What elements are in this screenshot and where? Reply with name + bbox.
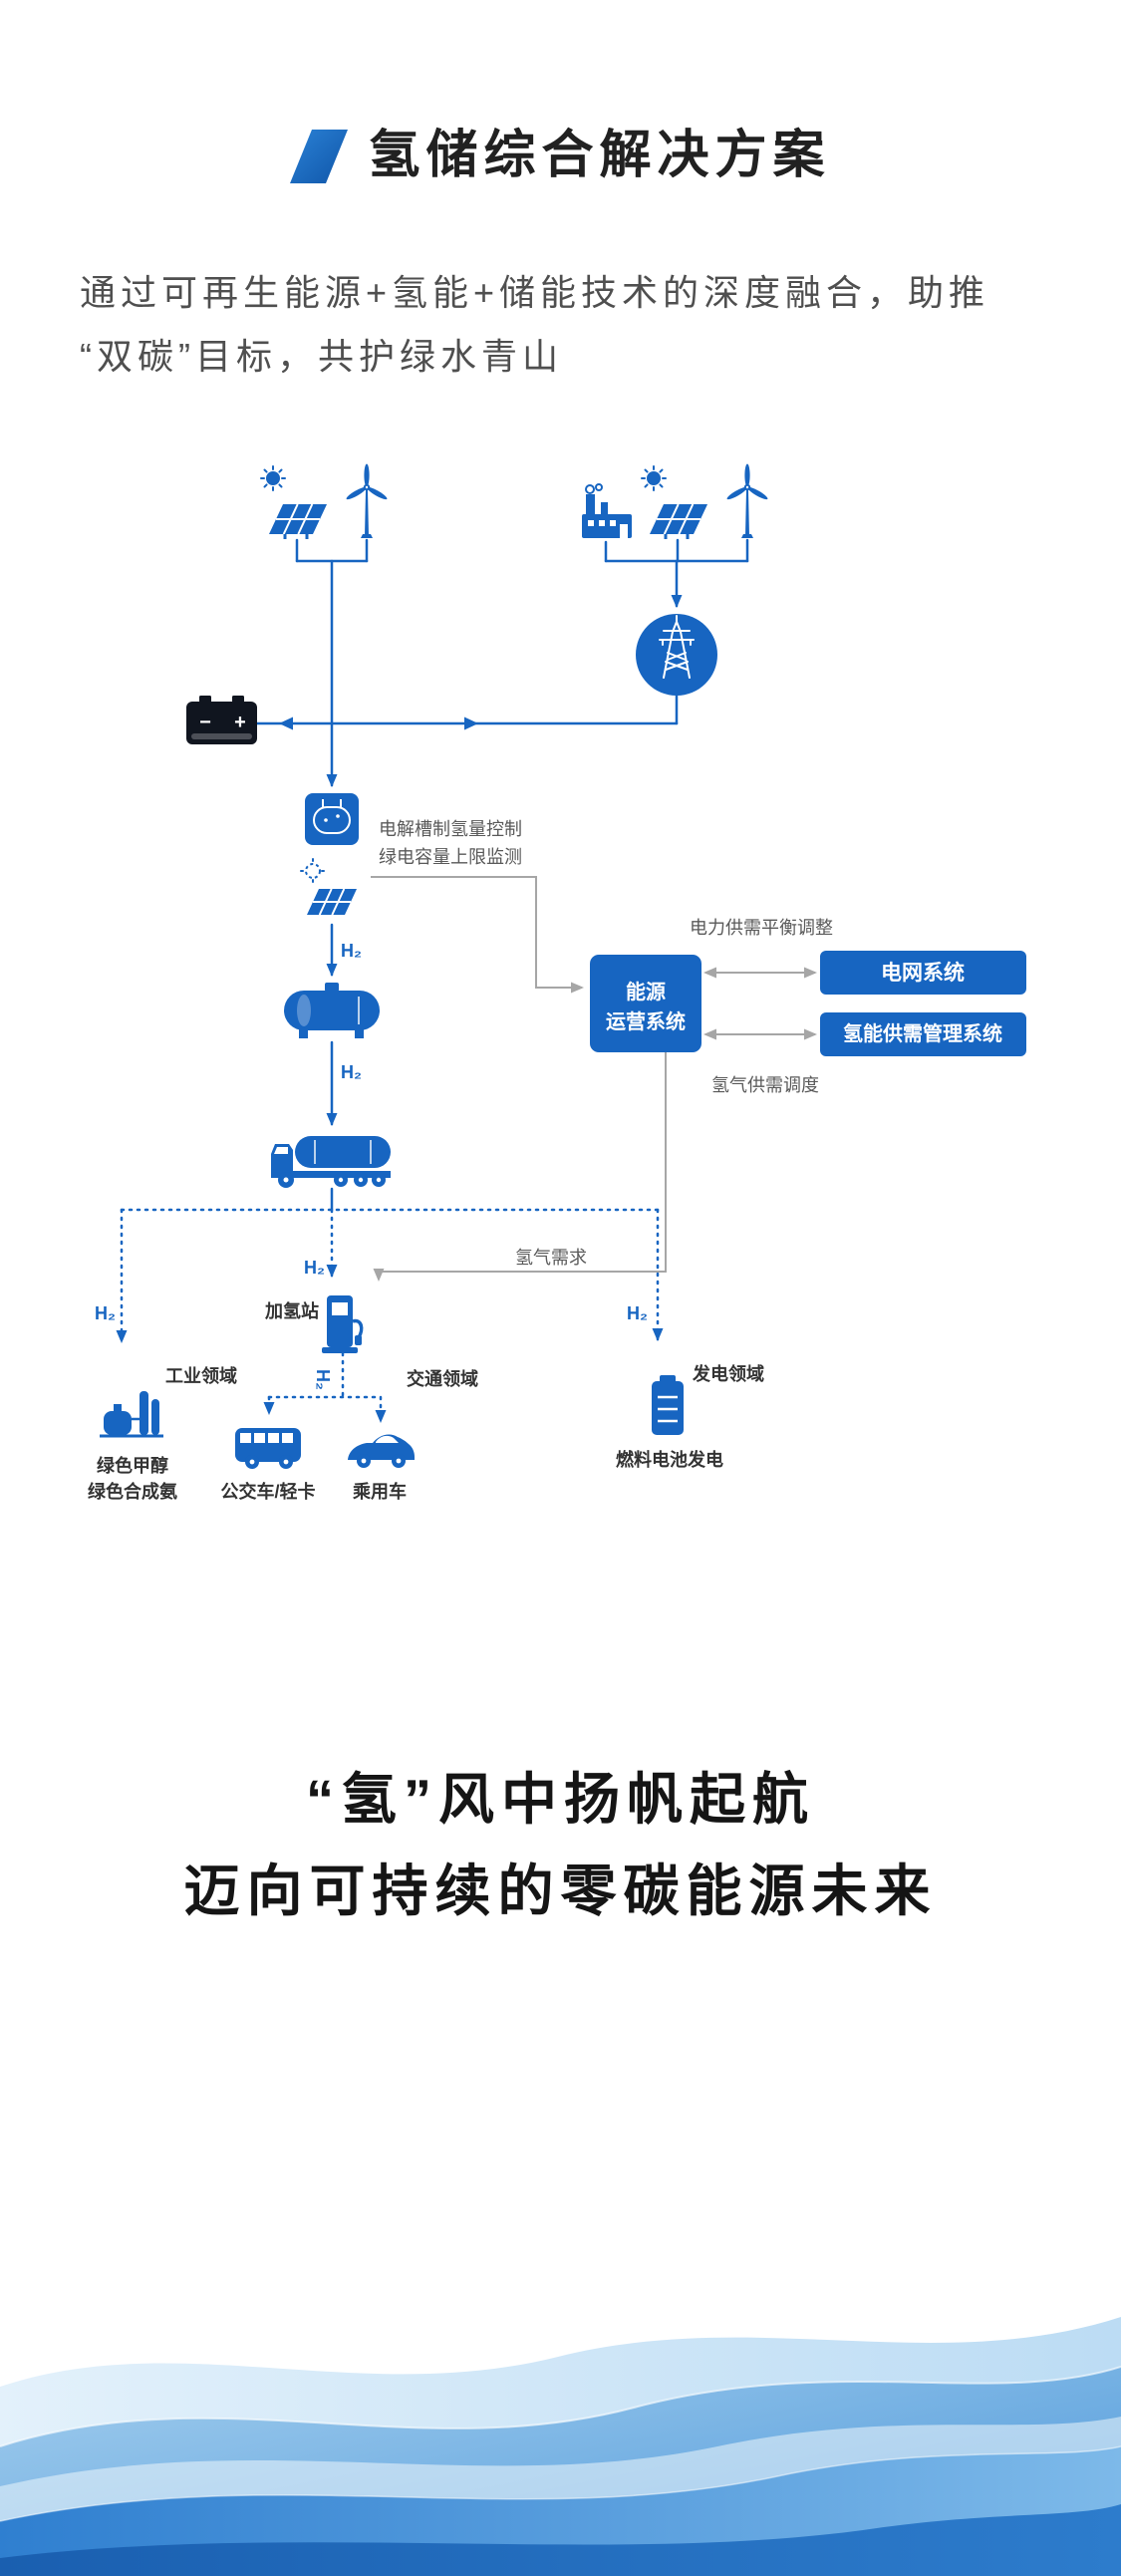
fuel-cell-icon — [652, 1375, 684, 1435]
energy-system-label-line1: 能源 — [626, 980, 666, 1003]
h2-label: H₂ — [627, 1303, 648, 1323]
hydrogen-management-button: 氢能供需管理系统 — [820, 1012, 1026, 1056]
bus-truck-label: 公交车/轻卡 — [220, 1481, 315, 1502]
annotation-electrolyzer-control: 电解槽制氢量控制 — [379, 819, 522, 839]
slogan-line-2: 迈向可持续的零碳能源未来 — [183, 1860, 938, 1922]
annotation-power-balance: 电力供需平衡调整 — [690, 918, 833, 938]
renewable-left-group — [259, 463, 389, 541]
h2-label: H₂ — [341, 941, 362, 961]
transport-sector-label: 交通领域 — [407, 1368, 478, 1389]
annotation-green-power-limit: 绿电容量上限监测 — [379, 847, 522, 867]
industry-sector-label: 工业领域 — [165, 1365, 237, 1386]
brand-mark-icon — [290, 129, 349, 183]
green-ammonia-label: 绿色合成氨 — [88, 1481, 177, 1502]
wind-turbine-icon — [345, 463, 389, 538]
electrolyzer-icon — [305, 793, 359, 845]
refueling-station-label: 加氢站 — [264, 1300, 319, 1321]
fuel-pump-icon — [322, 1295, 364, 1353]
battery-minus-label: − — [199, 712, 211, 733]
hydrogen-storage-tank-icon — [284, 983, 380, 1038]
green-power-solar-icon — [300, 858, 358, 916]
hydrogen-management-label: 氢能供需管理系统 — [843, 1021, 1002, 1045]
transmission-tower-icon — [659, 615, 695, 679]
power-flow-lines — [255, 538, 749, 1212]
h2-label: H₂ — [341, 1062, 362, 1082]
fuel-cell-power-label: 燃料电池发电 — [616, 1449, 723, 1470]
battery-icon: − + — [186, 696, 257, 744]
power-grid-icon — [636, 614, 717, 696]
battery-plus-label: + — [234, 712, 246, 733]
plant-right-group — [581, 463, 769, 541]
factory-icon — [581, 483, 633, 539]
annotation-h2-demand: 氢气需求 — [515, 1248, 587, 1268]
annotation-h2-dispatch: 氢气供需调度 — [711, 1075, 819, 1095]
h2-label: H₂ — [304, 1258, 325, 1278]
intro-line-1: 通过可再生能源+氢能+储能技术的深度融合，助推 — [80, 272, 990, 313]
wind-turbine-icon — [725, 463, 769, 538]
bus-direction-arrows — [279, 716, 478, 730]
grid-system-button: 电网系统 — [820, 951, 1026, 995]
intro-text: 通过可再生能源+氢能+储能技术的深度融合，助推 “双碳”目标，共护绿水青山 — [80, 261, 1066, 389]
slogan-line-1: “氢”风中扬帆起航 — [306, 1768, 815, 1831]
energy-system-label-line2: 运营系统 — [606, 1009, 686, 1033]
hydrogen-distribution-lines — [116, 1208, 664, 1423]
passenger-car-label: 乘用车 — [352, 1481, 407, 1502]
slogan: “氢”风中扬帆起航 迈向可持续的零碳能源未来 — [0, 1754, 1121, 1937]
control-signal-lines — [371, 876, 817, 1282]
power-sector-label: 发电领域 — [692, 1363, 764, 1384]
solar-panel-icon — [259, 464, 329, 541]
energy-operation-system-box: 能源 运营系统 — [590, 955, 701, 1052]
header: 氢储综合解决方案 — [0, 127, 1121, 184]
solution-diagram: − + — [88, 463, 1026, 1502]
h2-label: H₂ — [95, 1303, 116, 1323]
intro-line-2: “双碳”目标，共护绿水青山 — [80, 336, 563, 377]
car-icon — [348, 1434, 415, 1468]
bus-icon — [235, 1428, 301, 1469]
grid-system-label: 电网系统 — [881, 961, 965, 985]
solar-panel-icon — [640, 464, 709, 541]
green-methanol-label: 绿色甲醇 — [97, 1455, 168, 1476]
wave-footer-graphic — [0, 2317, 1121, 2576]
tanker-truck-icon — [271, 1136, 391, 1188]
h2-label: H₂ — [313, 1369, 333, 1390]
chemical-plant-icon — [100, 1391, 163, 1438]
page-title: 氢储综合解决方案 — [368, 127, 831, 184]
